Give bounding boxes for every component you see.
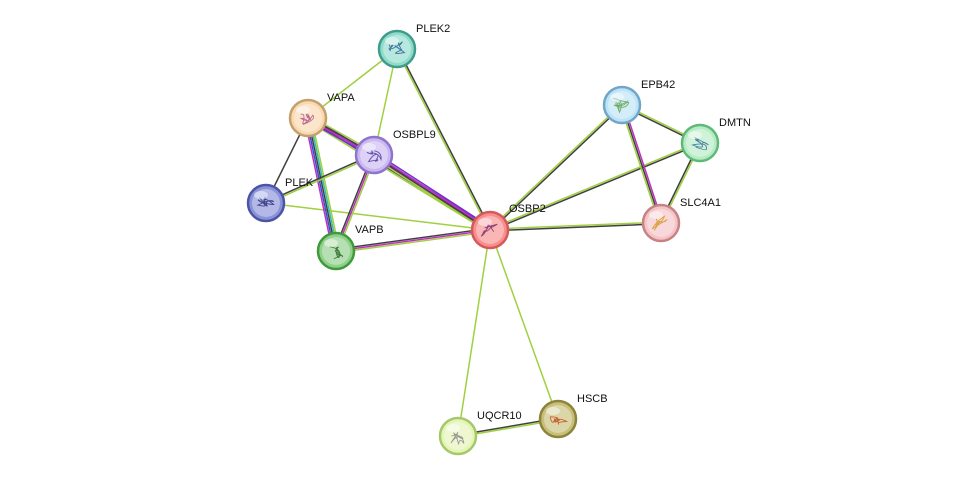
edge-evidence-line <box>305 117 336 253</box>
node-osbp2[interactable]: OSBP2 <box>470 203 546 250</box>
node-vapa[interactable]: VAPA <box>288 92 355 138</box>
node-label: DMTN <box>719 117 751 129</box>
node-plek[interactable]: PLEK <box>246 177 314 223</box>
node-label: OSBPL9 <box>393 129 436 141</box>
node-uqcr10[interactable]: UQCR10 <box>438 410 522 456</box>
protein-structure-icon <box>612 97 630 114</box>
edge-evidence-line <box>489 229 559 420</box>
edge-evidence-line <box>335 230 491 254</box>
edge-vapa-vapb[interactable] <box>303 116 341 253</box>
edge-evidence-line <box>308 116 339 252</box>
node-label: VAPA <box>327 92 355 104</box>
edge-evidence-line <box>489 221 662 230</box>
protein-structure-icon <box>651 215 668 231</box>
node-highlight <box>324 239 338 247</box>
node-highlight <box>649 211 663 219</box>
edge-osbp2-epb42[interactable] <box>488 103 624 232</box>
edge-evidence-line <box>335 229 491 252</box>
node-highlight <box>254 191 268 199</box>
edge-osbp2-hscb[interactable] <box>489 229 559 420</box>
node-label: UQCR10 <box>477 410 522 422</box>
edge-evidence-line <box>335 227 491 251</box>
edge-evidence-line <box>373 153 492 231</box>
edge-evidence-line <box>488 103 623 231</box>
node-slc4a1[interactable]: SLC4A1 <box>641 197 721 243</box>
edge-evidence-line <box>397 47 492 231</box>
node-osbpl9[interactable]: OSBPL9 <box>354 129 436 175</box>
edge-evidence-line <box>489 223 662 232</box>
protein-structure-icon <box>388 41 406 55</box>
node-highlight <box>385 37 399 45</box>
protein-structure-icon <box>480 223 498 237</box>
node-label: VAPB <box>355 224 384 236</box>
node-label: HSCB <box>577 393 608 405</box>
node-label: OSBP2 <box>509 203 546 215</box>
edge-osbp2-dmtn[interactable] <box>488 141 702 232</box>
edge-evidence-line <box>374 152 493 229</box>
protein-structure-icon <box>300 113 315 125</box>
node-label: PLEK <box>285 177 314 189</box>
node-circle[interactable] <box>602 85 642 125</box>
edge-osbp2-osbpl9[interactable] <box>371 152 493 233</box>
node-highlight <box>362 143 376 151</box>
edge-evidence-line <box>265 202 491 231</box>
edge-evidence-line <box>305 119 490 233</box>
edge-evidence-line <box>372 154 491 232</box>
edge-osbp2-vapb[interactable] <box>335 227 491 254</box>
node-epb42[interactable]: EPB42 <box>602 79 675 125</box>
edge-evidence-line <box>265 155 376 205</box>
node-circle[interactable] <box>470 210 510 250</box>
edge-evidence-line <box>264 153 375 203</box>
protein-structure-icon <box>549 416 569 426</box>
edge-evidence-line <box>622 103 664 224</box>
protein-structure-icon <box>329 246 344 260</box>
node-label: PLEK2 <box>416 23 450 35</box>
node-highlight <box>446 424 460 432</box>
edge-evidence-line <box>303 117 334 253</box>
edge-evidence-line <box>457 229 491 437</box>
node-highlight <box>478 218 492 226</box>
edge-evidence-line <box>395 48 490 232</box>
protein-structure-icon <box>256 196 275 207</box>
node-dmtn[interactable]: DMTN <box>680 117 751 163</box>
edge-osbp2-plek2[interactable] <box>395 47 492 232</box>
edge-osbpl9-plek[interactable] <box>264 153 376 205</box>
node-hscb[interactable]: HSCB <box>538 393 608 439</box>
protein-structure-icon <box>450 432 465 446</box>
edge-osbp2-slc4a1[interactable] <box>489 221 662 232</box>
node-circle[interactable] <box>377 29 417 69</box>
node-highlight <box>688 131 702 139</box>
edge-osbp2-uqcr10[interactable] <box>457 229 491 437</box>
edge-evidence-line <box>307 117 337 252</box>
edge-epb42-slc4a1[interactable] <box>619 103 664 225</box>
edge-evidence-line <box>619 104 661 225</box>
node-label: EPB42 <box>641 79 675 91</box>
node-inner-disc <box>608 91 636 119</box>
edge-evidence-line <box>621 104 662 224</box>
edge-evidence-line <box>489 104 624 232</box>
node-label: SLC4A1 <box>680 197 721 209</box>
node-inner-disc <box>476 216 504 244</box>
node-highlight <box>610 93 624 101</box>
node-vapb[interactable]: VAPB <box>316 224 384 271</box>
node-highlight <box>546 407 560 415</box>
node-highlight <box>296 106 310 114</box>
edge-evidence-line <box>371 156 490 233</box>
edge-osbp2-plek[interactable] <box>265 202 491 231</box>
protein-structure-icon <box>366 149 382 163</box>
node-inner-disc <box>383 35 411 63</box>
protein-structure-icon <box>691 136 709 151</box>
edge-evidence-line <box>489 143 702 232</box>
node-plek2[interactable]: PLEK2 <box>377 23 450 69</box>
edge-evidence-line <box>488 141 701 230</box>
edge-evidence-line <box>310 116 341 252</box>
